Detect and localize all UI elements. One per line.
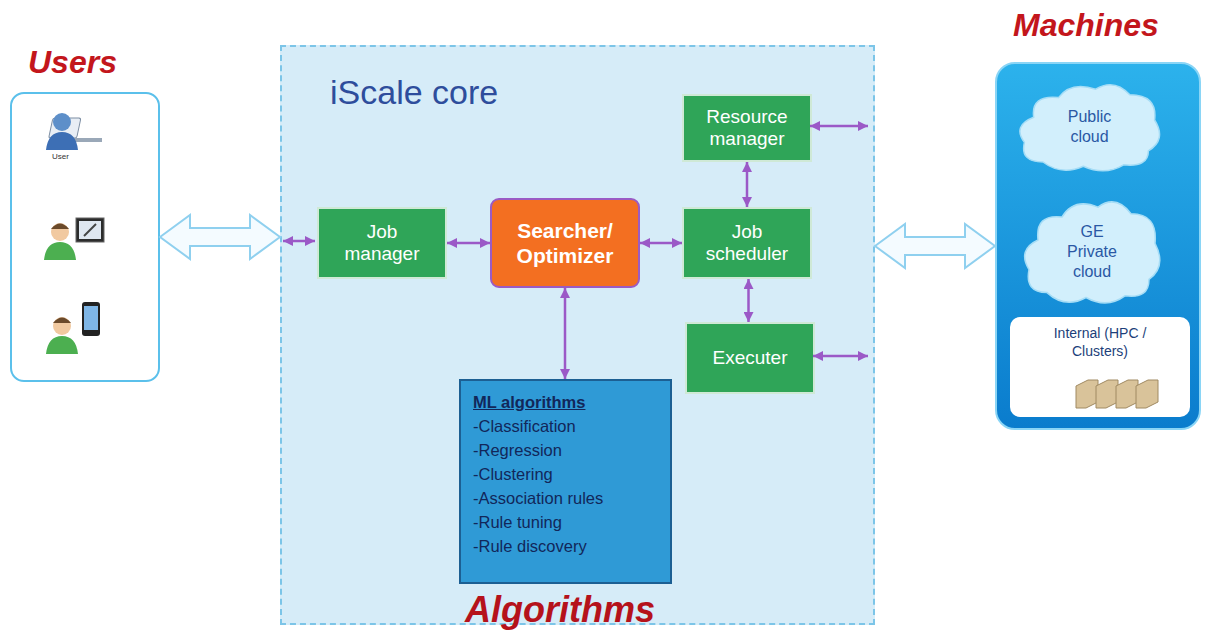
block-arrow — [875, 224, 995, 268]
box-label: Job scheduler — [697, 221, 797, 265]
cloud-outline — [1025, 202, 1160, 303]
process-box: Resource manager — [682, 94, 812, 162]
box-label: Resource manager — [697, 106, 797, 150]
cloud-shape: GE Private cloud — [1017, 194, 1167, 309]
section-heading: Algorithms — [465, 584, 655, 630]
box-label: Internal (HPC / Clusters) — [1040, 325, 1160, 360]
algorithm-list-box: ML algorithms-Classification-Regression-… — [459, 379, 672, 584]
list-item: -Regression — [473, 439, 658, 463]
cloud-outline — [1012, 78, 1167, 176]
region-title: iScale core — [330, 73, 498, 112]
core-region: iScale coreJob manager Searcher/ Optimize… — [280, 45, 875, 625]
cloud-label: Public cloud — [1055, 107, 1125, 147]
list-item: -Rule discovery — [473, 535, 658, 559]
process-box: Job manager — [317, 207, 447, 279]
list-heading: ML algorithms — [473, 391, 658, 415]
panel-heading: Users — [28, 44, 117, 81]
box-label: Searcher/ Optimizer — [505, 218, 625, 268]
cloud-outline — [1020, 85, 1160, 171]
panel-heading: Machines — [1013, 7, 1159, 44]
list-item: -Classification — [473, 415, 658, 439]
icon-caption: User — [52, 152, 69, 161]
cluster-box: Internal (HPC / Clusters) — [1010, 317, 1190, 417]
block-arrow — [160, 215, 280, 259]
cloud-shape: Public cloud — [1012, 78, 1167, 176]
machines-panel: MachinesPublic cloudGE Private cloudInte… — [995, 62, 1201, 430]
box-label: Job manager — [337, 221, 427, 265]
process-box: Executer — [685, 322, 815, 394]
cloud-label: GE Private cloud — [1059, 222, 1125, 282]
box-label: Executer — [700, 347, 800, 369]
process-box: Job scheduler — [682, 207, 812, 279]
list-item: -Rule tuning — [473, 511, 658, 535]
optimizer-box: Searcher/ Optimizer — [490, 198, 640, 288]
users-panel: Users — [10, 92, 160, 382]
list-item: -Association rules — [473, 487, 658, 511]
list-item: -Clustering — [473, 463, 658, 487]
